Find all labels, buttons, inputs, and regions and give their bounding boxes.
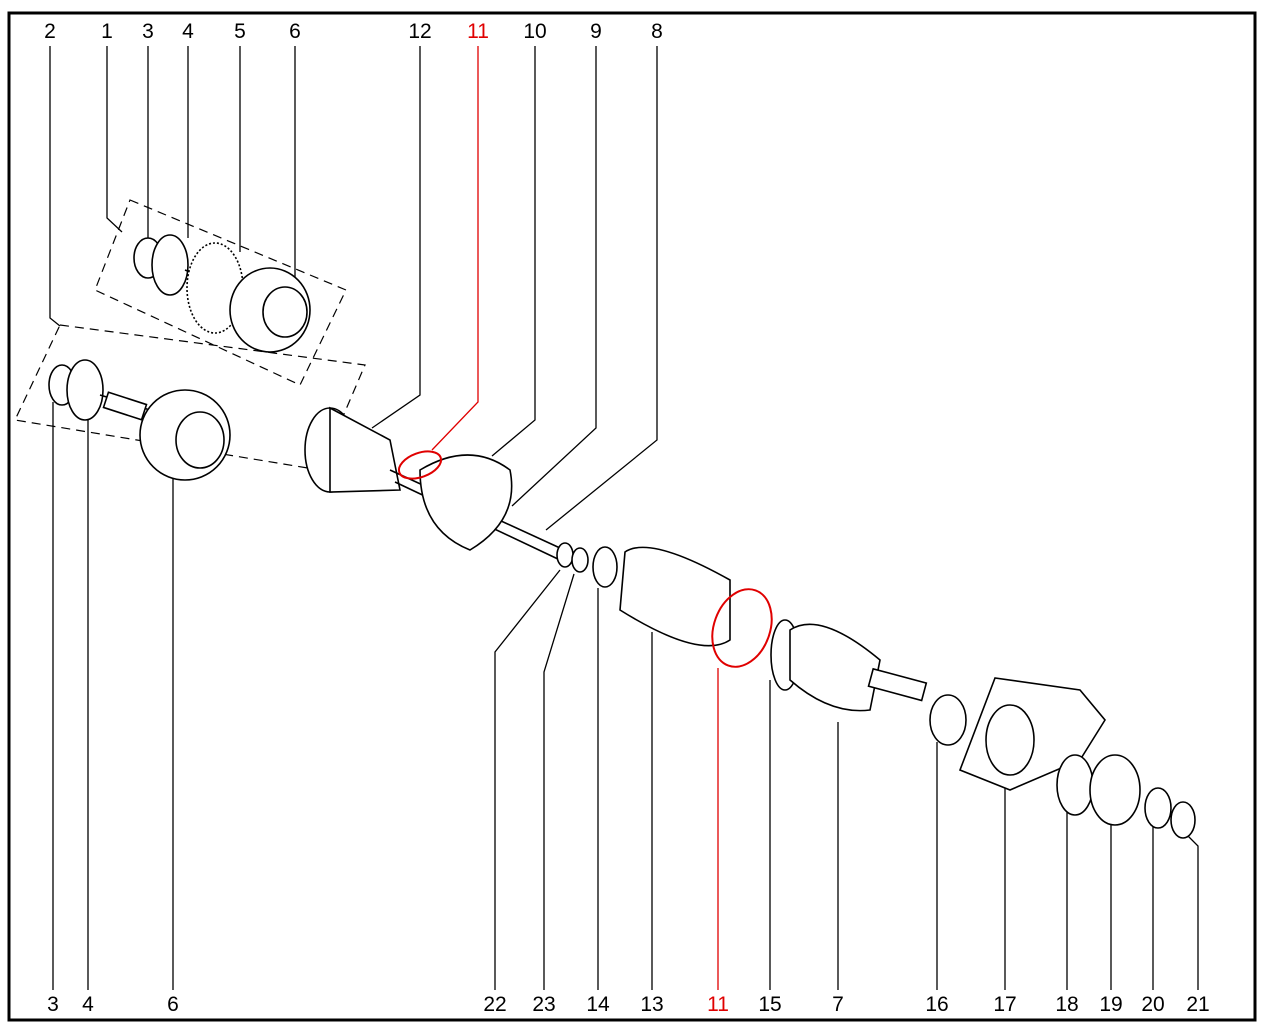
- callout-5: 5: [234, 20, 246, 43]
- bearing-14: [592, 546, 618, 588]
- clamp-11-highlight: [711, 588, 773, 668]
- callout-1: 1: [101, 20, 113, 43]
- tripod-housing: [419, 454, 513, 551]
- callout-20: 20: [1141, 993, 1164, 1016]
- callout-17: 17: [993, 993, 1016, 1016]
- circlip-21: [1170, 801, 1196, 839]
- circlip-23: [571, 547, 589, 573]
- callout-11-highlight: 11: [467, 20, 489, 43]
- callout-14: 14: [586, 993, 610, 1016]
- clamp-11-highlight: [397, 450, 443, 480]
- callout-4: 4: [182, 20, 194, 43]
- callout-16: 16: [925, 993, 948, 1016]
- boot-13: [619, 546, 731, 647]
- callout-2: 2: [44, 20, 56, 43]
- kit-1-parts: [133, 234, 311, 353]
- washer-4: [66, 359, 104, 421]
- leader-lines: [49, 46, 1199, 990]
- callout-3: 3: [47, 993, 59, 1016]
- bottom-callouts: 3 4 6 22 23 14 13 11 15 7 16 17 18 19 20…: [47, 993, 1210, 1016]
- callout-7: 7: [832, 993, 844, 1016]
- top-callouts: 2 1 3 4 5 6 12 11 10 9 8: [44, 20, 663, 43]
- callout-12: 12: [408, 20, 431, 43]
- washer-4: [151, 234, 189, 296]
- callout-9: 9: [590, 20, 602, 43]
- callout-18: 18: [1055, 993, 1078, 1016]
- callout-23: 23: [532, 993, 555, 1016]
- callout-6: 6: [167, 993, 179, 1016]
- callout-22: 22: [483, 993, 506, 1016]
- diagram-frame: [7, 11, 1257, 1022]
- bearing-19: [1089, 754, 1141, 826]
- callout-6: 6: [289, 20, 301, 43]
- callout-15: 15: [758, 993, 781, 1016]
- seal-16: [929, 694, 967, 746]
- callout-11-highlight: 11: [707, 993, 729, 1016]
- inner-joint-7: [789, 623, 881, 712]
- washer-20: [1144, 787, 1172, 829]
- kit-1-outline: [94, 199, 347, 386]
- kit-2-parts: [48, 359, 231, 481]
- callout-8: 8: [651, 20, 663, 43]
- callout-21: 21: [1186, 993, 1209, 1016]
- callout-10: 10: [523, 20, 546, 43]
- shaft-assembly: [304, 406, 1196, 839]
- callout-19: 19: [1099, 993, 1122, 1016]
- circlip-22: [556, 542, 574, 568]
- callout-3: 3: [142, 20, 154, 43]
- ring-18: [1056, 754, 1094, 816]
- callout-13: 13: [640, 993, 663, 1016]
- callout-4: 4: [82, 993, 94, 1016]
